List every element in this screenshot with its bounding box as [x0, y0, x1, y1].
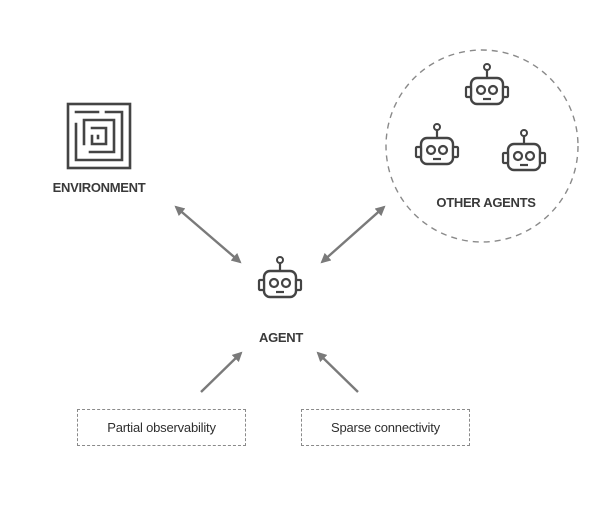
other-agent-robot-icon	[414, 122, 460, 166]
agent-robot-icon	[257, 255, 303, 299]
other-agents-group-circle	[385, 49, 579, 243]
agent-label: AGENT	[258, 330, 304, 345]
partial-observability-label: Partial observability	[107, 420, 216, 435]
partial-observability-box: Partial observability	[77, 409, 246, 446]
other-agents-label: OTHER AGENTS	[436, 195, 536, 210]
agent-other-agents-arrow	[320, 205, 386, 264]
maze-icon	[66, 102, 132, 170]
sparse-connectivity-arrow	[316, 351, 359, 393]
sparse-connectivity-box: Sparse connectivity	[301, 409, 470, 446]
partial-observability-arrow	[200, 351, 243, 393]
other-agent-robot-icon	[464, 62, 510, 106]
environment-label: ENVIRONMENT	[52, 180, 146, 195]
other-agent-robot-icon	[501, 128, 547, 172]
environment-agent-arrow	[174, 205, 242, 264]
sparse-connectivity-label: Sparse connectivity	[331, 420, 440, 435]
